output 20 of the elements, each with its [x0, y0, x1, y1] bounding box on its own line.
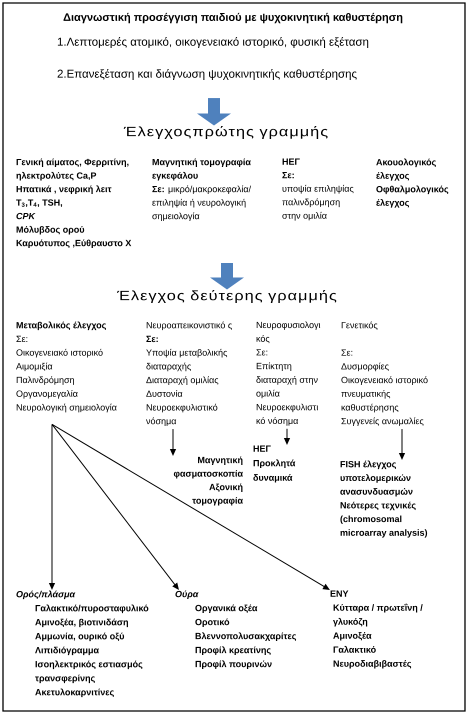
test-list: Ούρα Οργανικά οξέα Οροτικό Βλεννοπολυσακχαρίτες Προφίλ κρεατίνης Προφίλ πουρινών [175, 590, 296, 669]
section-heading: Έλεγχοςπρώτης γραμμής [124, 126, 328, 139]
test-list: Νευροφυσιολογι κός Σε: Επίκτητη διαταραχή στην ομιλία Νευροεκφυλιστι κό νόσημα [256, 322, 320, 426]
test-list: Γενετικός Σε: Δυσμορφίες Οικογενειακό ιστορικό πνευματικής καθυστέρησης Συγγενείς ανωμαλίες [341, 322, 428, 426]
test-list: FISH έλεγχος υποτελομερικών ανασυνδυασμών Νεότερες τεχνικές (chromosomal microarray analysis) [340, 460, 428, 538]
title: Διαγνωστική προσέγγιση παιδιού με ψυχοκινητική καθυστέρηση [64, 12, 402, 24]
test-list: Ακουολογικός έλεγχος Οφθαλμολογικός έλεγχος [376, 158, 448, 208]
test-list: ΗΕΓ Προκλητά δυναμικά [253, 446, 296, 483]
test-list: Μαγνητική τομογραφία εγκεφάλου Σε: μικρό/μακροκεφαλία/ επιληψία ή νευρολογική σημειολογία [152, 158, 252, 221]
step-text: 1.Λεπτομερές ατομικό, οικογενειακό ιστορικό, φυσική εξέταση 2.Επανεξέταση και διάγνωση ψυχοκινητικής καθυστέρησης [58, 37, 368, 80]
test-list: Νευροαπεικονιστικό ς Σε: Υποψία μεταβολικής διαταραχής Διαταραχή ομιλίας Δυστονία Νευροεκφυλιστικό νόσημα [146, 322, 232, 426]
test-list: Μεταβολικός έλεγχος Σε: Οικογενειακό ιστορικό Αιμομιξία Παλινδρόμηση Οργανομεγαλία Νευρολογική σημειολογία [16, 322, 117, 412]
section-heading: Έλεγχος δεύτερης γραμμής [117, 290, 336, 303]
test-list: ΕΝΥ Κύτταρα / πρωτεΐνη / γλυκόζη Αμινοξέα Γαλακτικό Νευροδιαβιβαστές [330, 590, 423, 669]
block-arrow [210, 263, 244, 290]
test-list: ΗΕΓ Σε: υποψία επιληψίας παλινδρόμηση στην ομιλία [282, 158, 354, 221]
test-list: Γενική αίματος, Φερριτίνη, ηλεκτρολύτες Ca,P Ηπατικά , νεφρική λειτ T$_{3}$,T$_{4}$, TSH, CPK Μόλυβδος ορού Καρυότυπος ,Εύθραυστο Χ [16, 158, 132, 248]
block-arrow [197, 98, 231, 126]
test-list: Μαγνητική φασματοσκοπία Αξονική τομογραφία [174, 456, 243, 506]
test-list: Ορός/πλάσμα Γαλακτικό/πυροσταφυλικό Αμινοξέα, βιοτινιδάση Αμμωνία, ουρικό οξύ Λιπιδιόγραμμα Ισοηλεκτρικός εστιασμός τρανσφερίνης Ακετυλοκαρνιτίνες [16, 590, 148, 698]
